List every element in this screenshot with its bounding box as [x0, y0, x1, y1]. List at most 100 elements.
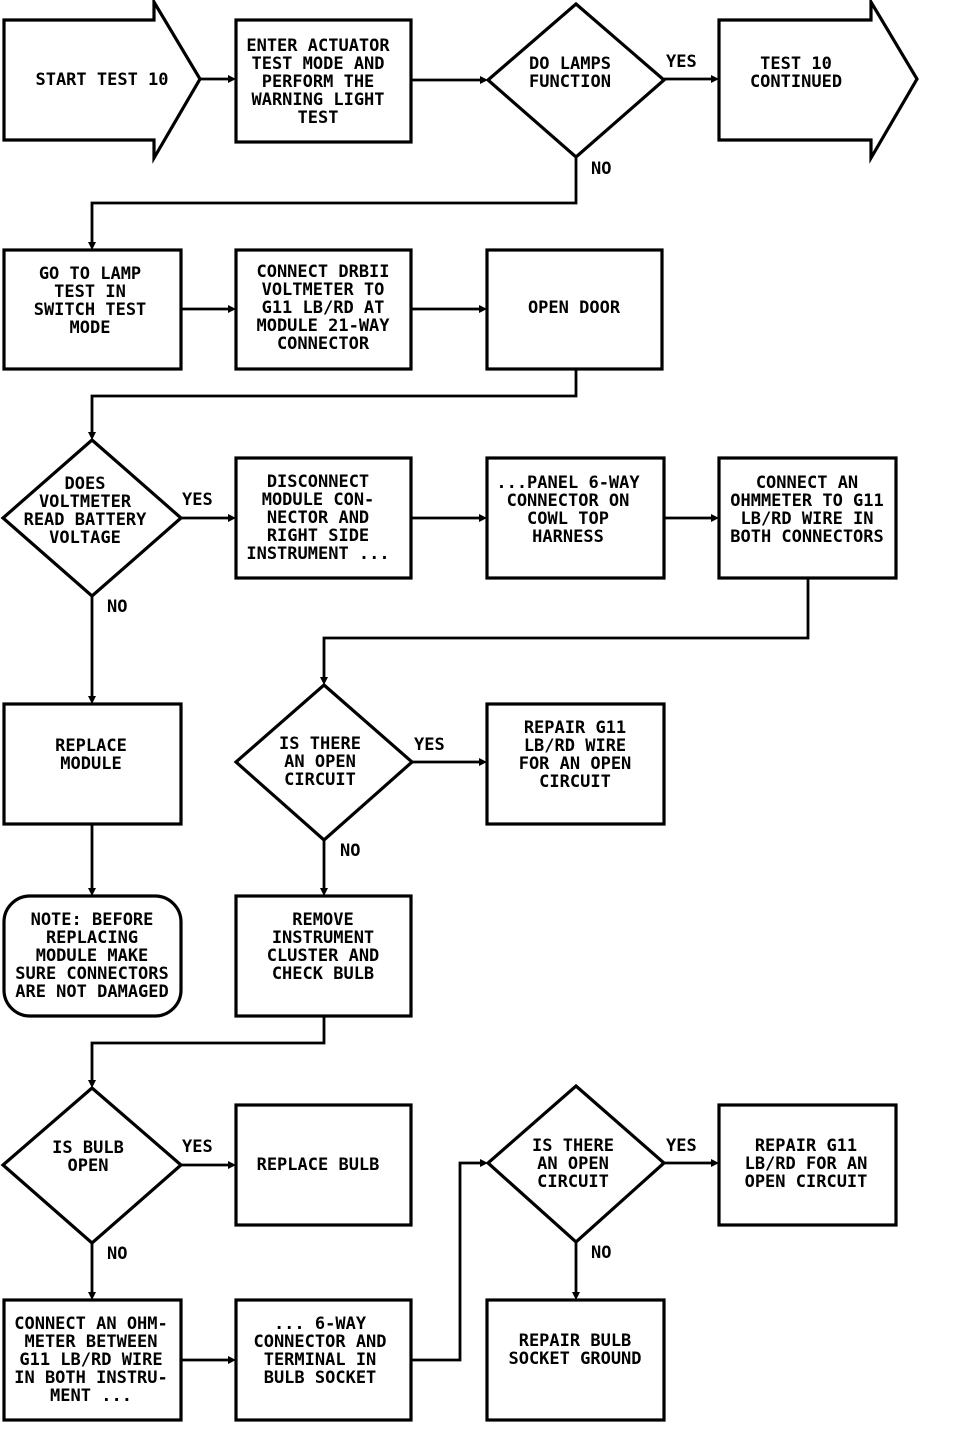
connectors [88, 75, 810, 1364]
node-text-line: AN OPEN [284, 752, 356, 772]
node-text-line: IS BULB [52, 1138, 124, 1158]
node-text-line: OPEN DOOR [528, 298, 621, 318]
node-text-line: MENT ... [50, 1386, 132, 1406]
node-text-line: REPAIR G11 [755, 1136, 857, 1156]
node-text-line: SWITCH TEST [34, 300, 147, 320]
start-terminal-shape [2, 0, 202, 164]
replace-bulb-box [234, 1103, 413, 1227]
node-text-line: MODULE [60, 754, 121, 774]
node-text-line: OPEN CIRCUIT [745, 1172, 868, 1192]
node-text-line: G11 LB/RD WIRE [19, 1350, 162, 1370]
note-box [2, 894, 183, 1018]
node-text-line: REPLACE [55, 736, 127, 756]
continued-terminal-shape [717, 0, 919, 164]
node-text-line: TEST [298, 108, 339, 128]
open1-no-label: NO [340, 841, 360, 861]
node-text-line: ARE NOT DAMAGED [15, 982, 169, 1002]
node-text-line: OHMMETER TO G11 [730, 491, 884, 511]
node-text-line: ...PANEL 6-WAY [496, 473, 640, 493]
node-text-line: LB/RD WIRE IN [740, 509, 873, 529]
node-text-line: IN BOTH INSTRU- [14, 1368, 168, 1388]
repair-g11-2-box [717, 1103, 898, 1227]
node-text-line: DO LAMPS [529, 54, 611, 74]
bulb-no-label: NO [107, 1244, 127, 1264]
node-text-line: TEST 10 [760, 54, 832, 74]
node-text-line: METER BETWEEN [24, 1332, 157, 1352]
go-to-lamp-box [2, 248, 183, 371]
node-text-line: TEST IN [54, 282, 126, 302]
node-text-line: OPEN [68, 1156, 109, 1176]
open2-yes-label: YES [666, 1136, 697, 1156]
node-text-line: VOLTMETER TO [262, 280, 385, 300]
node-text-line: G11 LB/RD AT [262, 298, 385, 318]
node-text-line: COWL TOP [527, 509, 609, 529]
node-text-line: REPLACING [46, 928, 138, 948]
node-text-line: LB/RD FOR AN [745, 1154, 868, 1174]
node-text-line: FOR AN OPEN [519, 754, 632, 774]
node-text-line: REPLACE BULB [257, 1155, 380, 1175]
node-text-line: DOES [65, 474, 106, 494]
node-text-line: NECTOR AND [267, 508, 369, 528]
node-text-line: CONNECT AN OHM- [14, 1314, 168, 1334]
node-text-line: CHECK BULB [272, 964, 374, 984]
node-text-line: CONTINUED [750, 72, 842, 92]
voltmeter-no-label: NO [107, 597, 127, 617]
node-text-line: INSTRUMENT [272, 928, 374, 948]
six-way-terminal-box [234, 1298, 413, 1422]
node-text-line: MODULE MAKE [36, 946, 149, 966]
node-text-line: IS THERE [532, 1136, 614, 1156]
node-text-line: GO TO LAMP [39, 264, 141, 284]
node-text-line: PERFORM THE [262, 72, 375, 92]
node-text-line: IS THERE [279, 734, 361, 754]
node-text-line: CONNECTOR [277, 334, 370, 354]
open-door-box [485, 248, 664, 371]
node-text-line: TEST MODE AND [251, 54, 384, 74]
repair-g11-wire-box [485, 702, 666, 826]
node-text-line: VOLTMETER [39, 492, 132, 512]
node-text-line: TERMINAL IN [264, 1350, 377, 1370]
bulb-yes-label: YES [182, 1137, 213, 1157]
node-text-line: HARNESS [532, 527, 604, 547]
repair-bulb-socket-box [485, 1298, 666, 1422]
node-text-line: WARNING LIGHT [251, 90, 384, 110]
node-text-line: VOLTAGE [49, 528, 121, 548]
node-text-line: ENTER ACTUATOR [246, 36, 390, 56]
do-lamps-no-label: NO [591, 159, 611, 179]
connect-ohmmeter-box [717, 456, 898, 580]
node-text-line: DISCONNECT [267, 472, 369, 492]
node-text-line: READ BATTERY [24, 510, 148, 530]
node-text-line: ... 6-WAY [274, 1314, 367, 1334]
node-text-line: REPAIR BULB [519, 1331, 632, 1351]
node-text-line: CIRCUIT [284, 770, 356, 790]
node-text-line: START TEST 10 [35, 70, 168, 90]
remove-cluster-box [234, 894, 413, 1018]
open-door-text: OPEN DOOR [528, 298, 621, 318]
node-text-line: MODE [70, 318, 111, 338]
node-text-line: CIRCUIT [537, 1172, 609, 1192]
node-text-line: CLUSTER AND [267, 946, 380, 966]
node-text-line: CONNECT DRBII [256, 262, 389, 282]
node-text-line: MODULE CON- [262, 490, 375, 510]
start-text: START TEST 10 [35, 70, 168, 90]
open2-no-label: NO [591, 1243, 611, 1263]
open1-yes-label: YES [414, 735, 445, 755]
node-text-line: CONNECTOR AND [253, 1332, 386, 1352]
